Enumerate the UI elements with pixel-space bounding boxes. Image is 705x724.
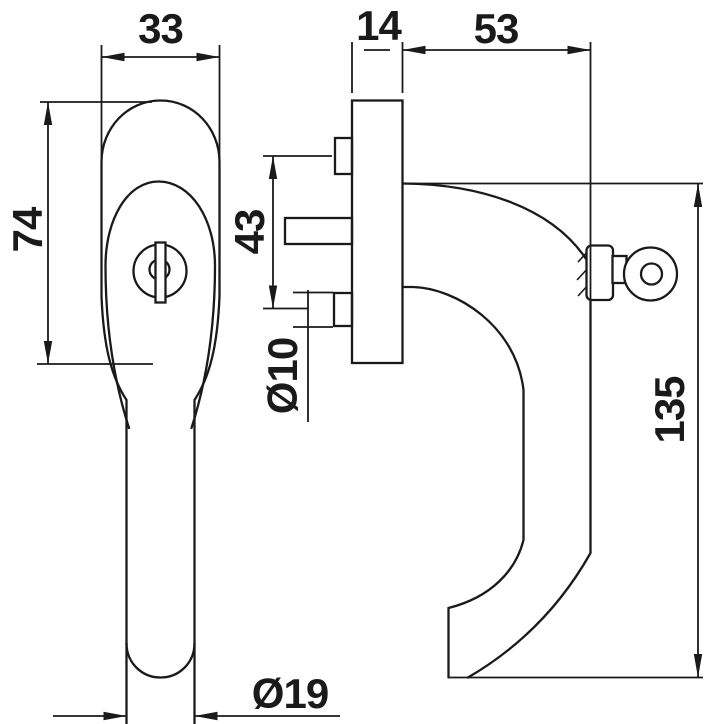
dimension-boss-diameter: Ø10 (259, 290, 333, 422)
dimension-screw-spacing: 43 (226, 155, 332, 310)
dimension-overall-length: 135 (402, 182, 703, 679)
front-view (100, 99, 221, 724)
dim-label-135: 135 (646, 376, 693, 444)
key-bow-hole (639, 262, 664, 286)
dim-label-diameter-10: Ø10 (259, 338, 306, 414)
arrowhead-left (101, 52, 125, 62)
arrowhead-top (268, 156, 278, 179)
arrowhead-bottom (693, 654, 703, 678)
arrowhead-right (196, 52, 220, 62)
arrowhead-bottom (43, 341, 53, 364)
dim-label-diameter-19: Ø19 (252, 670, 328, 717)
mounting-plate (350, 99, 404, 365)
screw-boss-top (333, 136, 354, 176)
dim-label-53: 53 (474, 5, 519, 52)
key-bow (622, 246, 679, 302)
dimension-head-height: 74 (4, 101, 153, 365)
front-grip-end-arc (125, 641, 196, 679)
front-outer-contour (100, 99, 221, 724)
dim-label-74: 74 (4, 206, 51, 252)
arrowhead-left (103, 711, 127, 721)
screw-boss-bottom (332, 291, 354, 328)
side-outer-contour (401, 182, 592, 679)
dimension-projection: 53 (402, 5, 592, 553)
key-slot-bar (154, 241, 167, 304)
dimension-grip-diameter: Ø19 (53, 670, 340, 721)
dim-label-33: 33 (138, 5, 183, 52)
arrowhead-right (194, 711, 218, 721)
arrowhead-bottom (268, 285, 278, 309)
spindle-shaft (283, 216, 354, 246)
side-view (283, 99, 679, 679)
dim-label-43: 43 (226, 210, 273, 255)
front-inner-pad (104, 180, 217, 430)
dim-label-14: 14 (356, 2, 402, 49)
arrowhead-top (693, 183, 703, 207)
arrowhead-left (402, 45, 426, 55)
arrowhead-top (43, 102, 53, 125)
arrowhead-right (567, 45, 591, 55)
dimension-plate-thickness: 14 (351, 2, 403, 93)
side-inner-contour (401, 285, 525, 679)
dimension-head-width: 33 (100, 5, 221, 160)
